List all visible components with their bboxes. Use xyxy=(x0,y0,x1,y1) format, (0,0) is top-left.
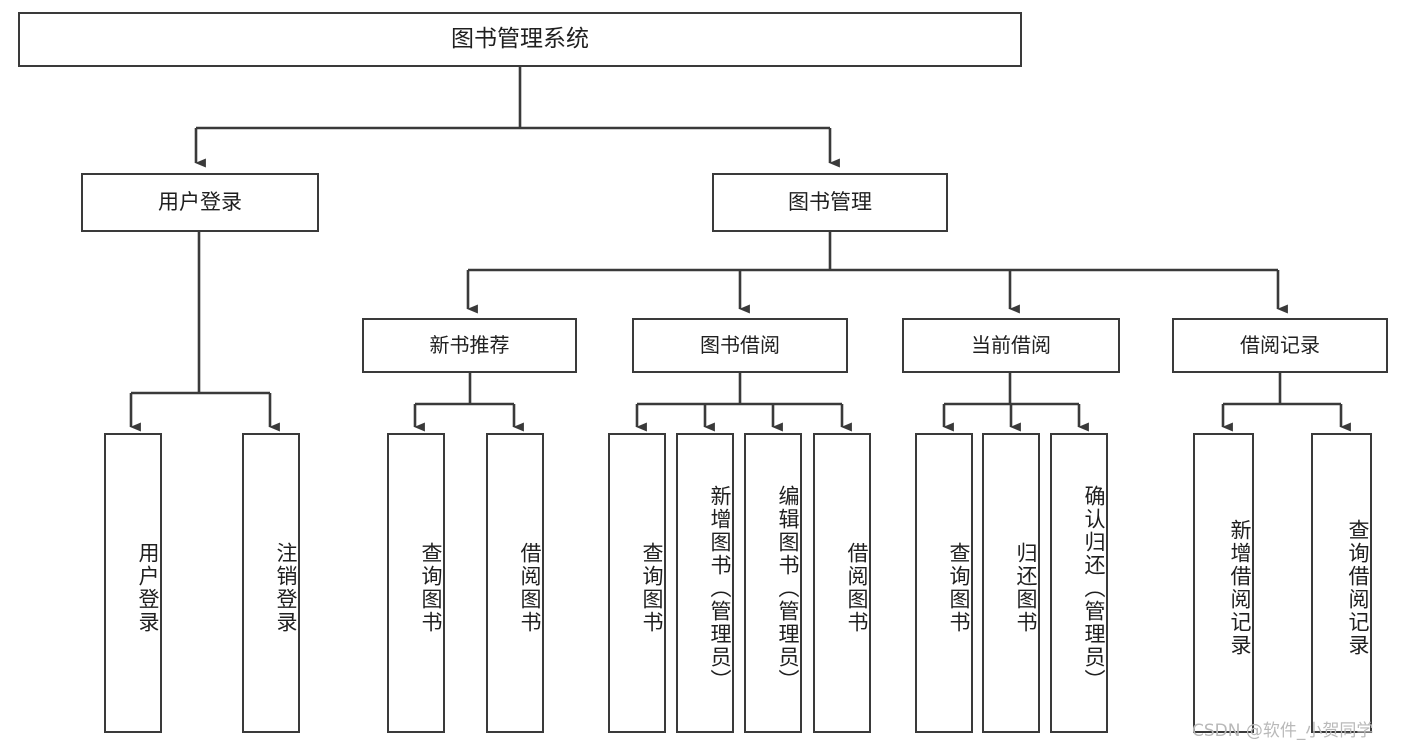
node-leaf-user-login-label: 用户登录 xyxy=(136,542,160,634)
node-current-borrow[interactable]: 当前借阅 xyxy=(902,318,1120,373)
node-new-book-recommend[interactable]: 新书推荐 xyxy=(362,318,577,373)
node-current-borrow-label: 当前借阅 xyxy=(971,332,1051,357)
node-leaf-add-record[interactable]: 新增借阅记录 xyxy=(1193,433,1254,733)
node-leaf-user-login[interactable]: 用户登录 xyxy=(104,433,162,733)
node-leaf-query-record-label: 查询借阅记录 xyxy=(1346,519,1370,657)
node-book-borrow-label: 图书借阅 xyxy=(700,332,780,357)
node-leaf-query-book-3[interactable]: 查询图书 xyxy=(915,433,973,733)
node-new-book-recommend-label: 新书推荐 xyxy=(429,332,510,357)
node-borrow-record[interactable]: 借阅记录 xyxy=(1172,318,1388,373)
node-leaf-return-book[interactable]: 归还图书 xyxy=(982,433,1040,733)
node-leaf-query-book-1[interactable]: 查询图书 xyxy=(387,433,445,733)
node-leaf-borrow-book-2[interactable]: 借阅图书 xyxy=(813,433,871,733)
node-leaf-query-book-2-label: 查询图书 xyxy=(640,542,664,634)
node-root[interactable]: 图书管理系统 xyxy=(18,12,1022,67)
node-leaf-borrow-book-2-label: 借阅图书 xyxy=(845,542,869,634)
watermark: CSDN @软件_小贺同学 xyxy=(1192,721,1374,741)
node-leaf-query-book-2[interactable]: 查询图书 xyxy=(608,433,666,733)
node-leaf-edit-book[interactable]: 编辑图书（管理员） xyxy=(744,433,802,733)
node-book-manage-label: 图书管理 xyxy=(788,190,872,215)
node-leaf-borrow-book-1-label: 借阅图书 xyxy=(518,542,542,634)
node-leaf-edit-book-label: 编辑图书（管理员） xyxy=(776,484,800,692)
node-leaf-query-book-1-label: 查询图书 xyxy=(419,542,443,634)
node-leaf-user-logout[interactable]: 注销登录 xyxy=(242,433,300,733)
node-leaf-query-book-3-label: 查询图书 xyxy=(947,542,971,634)
node-leaf-add-book-label: 新增图书（管理员） xyxy=(708,484,732,692)
node-leaf-return-book-label: 归还图书 xyxy=(1014,542,1038,634)
node-root-label: 图书管理系统 xyxy=(451,25,589,52)
node-leaf-confirm-return-label: 确认归还（管理员） xyxy=(1082,484,1106,692)
node-leaf-add-book[interactable]: 新增图书（管理员） xyxy=(676,433,734,733)
node-leaf-add-record-label: 新增借阅记录 xyxy=(1228,519,1252,657)
node-leaf-query-record[interactable]: 查询借阅记录 xyxy=(1311,433,1372,733)
node-user-login-label: 用户登录 xyxy=(158,190,242,215)
node-leaf-user-logout-label: 注销登录 xyxy=(274,542,298,634)
node-book-manage[interactable]: 图书管理 xyxy=(712,173,948,232)
node-book-borrow[interactable]: 图书借阅 xyxy=(632,318,848,373)
node-user-login[interactable]: 用户登录 xyxy=(81,173,319,232)
node-leaf-borrow-book-1[interactable]: 借阅图书 xyxy=(486,433,544,733)
node-borrow-record-label: 借阅记录 xyxy=(1240,332,1320,357)
node-leaf-confirm-return[interactable]: 确认归还（管理员） xyxy=(1050,433,1108,733)
